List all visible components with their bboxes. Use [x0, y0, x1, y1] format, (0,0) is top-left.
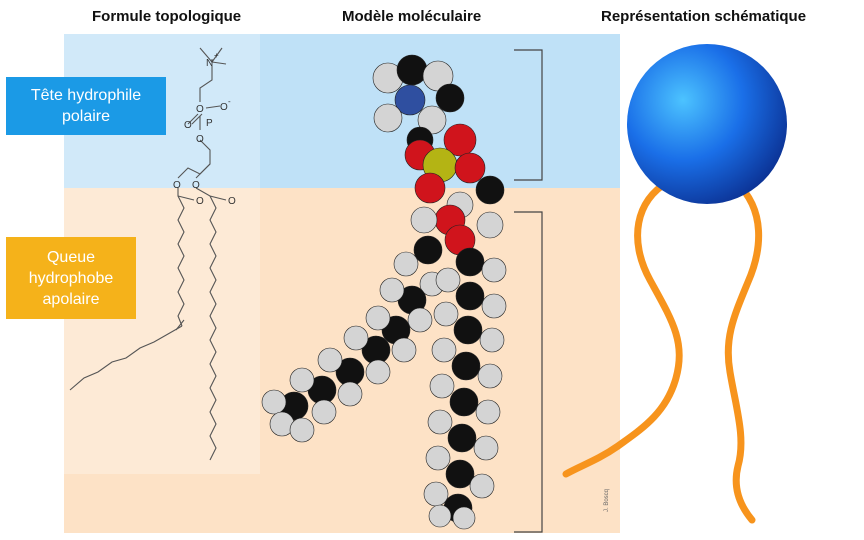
schematic-head — [627, 44, 787, 204]
oxygen-atom-label-6: O — [196, 196, 204, 207]
oxygen-minus-label: O — [220, 102, 228, 113]
oxygen-atom-label-7: O — [228, 196, 236, 207]
oxygen-atom-label-4: O — [173, 180, 181, 191]
oxygen-charge-label: - — [228, 97, 231, 106]
oxygen-atom-label-3: O — [196, 134, 204, 145]
oxygen-atom-label-5: O — [192, 180, 200, 191]
hydrophobic-tail-label: Queue hydrophobe apolaire — [6, 237, 136, 319]
nitrogen-atom-label: N — [206, 58, 213, 69]
schematic-tails — [562, 178, 763, 524]
model-brackets — [514, 49, 543, 533]
oxygen-atom-label-2: O — [184, 120, 192, 131]
hydrophilic-head-label: Tête hydrophile polaire — [6, 77, 166, 135]
nitrogen-charge-label: + — [214, 51, 219, 60]
heading-schematic: Représentation schématique — [601, 8, 807, 25]
heading-formula: Formule topologique — [92, 8, 242, 25]
oxygen-atom-label-1: O — [196, 104, 204, 115]
author-credit: J. Boscq — [604, 488, 610, 512]
phosphorus-atom-label: P — [206, 118, 213, 129]
topological-formula — [69, 47, 227, 461]
molecular-model — [261, 54, 507, 530]
heading-model: Modèle moléculaire — [342, 8, 482, 25]
formula-atom-labels: N + O P O - O O O O O O — [173, 51, 236, 207]
